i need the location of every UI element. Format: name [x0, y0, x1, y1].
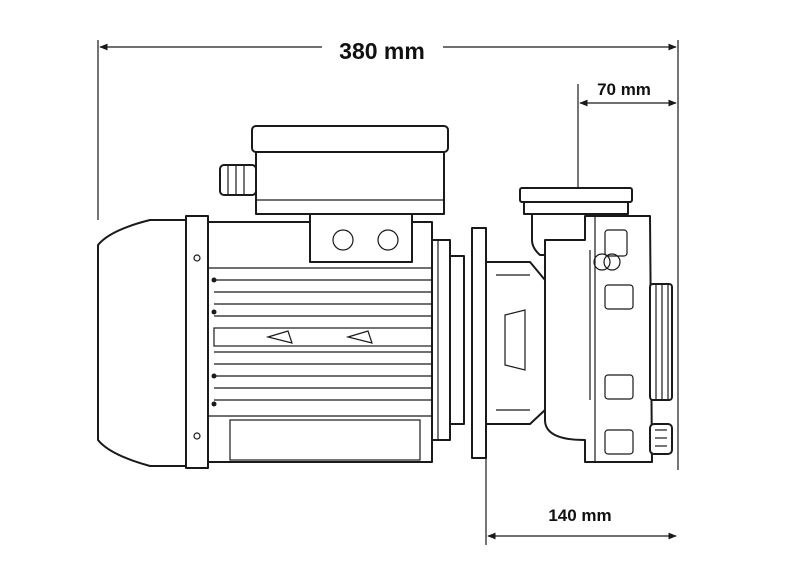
overall-length-dimension: 380 mm — [97, 38, 679, 470]
outlet-offset-label: 70 mm — [597, 80, 651, 99]
motor-front-flange — [431, 239, 465, 441]
outlet-offset-dimension: 70 mm — [577, 80, 677, 200]
adapter-bracket — [485, 261, 546, 425]
overall-length-label: 380 mm — [339, 38, 425, 64]
cable-gland — [219, 164, 257, 196]
suction-port — [649, 283, 673, 401]
pump-housing — [544, 215, 653, 463]
drain-plug — [649, 423, 673, 455]
motor-end-plate — [185, 215, 209, 469]
motor-fan-cover — [97, 219, 187, 467]
terminal-box — [251, 125, 449, 263]
mounting-plate — [471, 227, 487, 459]
pump-head-length-label: 140 mm — [548, 506, 611, 525]
